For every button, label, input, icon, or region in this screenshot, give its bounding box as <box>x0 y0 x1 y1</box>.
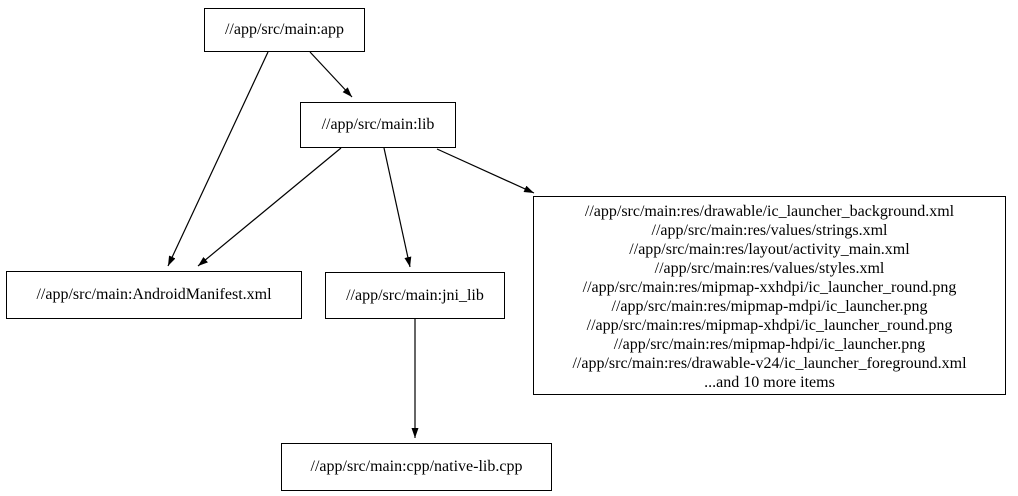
res-group-line: //app/src/main:res/mipmap-xxhdpi/ic_laun… <box>582 279 957 296</box>
edge-lib-to-res-group <box>436 148 535 194</box>
res-group-line: //app/src/main:res/mipmap-mdpi/ic_launch… <box>611 298 928 315</box>
node-jni-lib-label: //app/src/main:jni_lib <box>346 286 484 304</box>
node-lib: //app/src/main:lib <box>300 102 456 148</box>
res-group-line: //app/src/main:res/values/strings.xml <box>651 222 888 239</box>
res-group-line: //app/src/main:res/drawable-v24/ic_launc… <box>572 355 967 372</box>
node-android-manifest-label: //app/src/main:AndroidManifest.xml <box>36 286 272 304</box>
node-app-label: //app/src/main:app <box>224 21 345 39</box>
res-group-line: //app/src/main:res/drawable/ic_launcher_… <box>584 203 955 220</box>
node-native-lib-cpp: //app/src/main:cpp/native-lib.cpp <box>281 443 552 491</box>
node-android-manifest: //app/src/main:AndroidManifest.xml <box>6 271 302 319</box>
edge-app-to-lib <box>309 51 353 98</box>
edge-lib-to-jni-lib <box>383 147 412 268</box>
node-app: //app/src/main:app <box>204 8 365 52</box>
edge-app-to-manifest <box>167 51 269 267</box>
node-jni-lib: //app/src/main:jni_lib <box>325 272 505 319</box>
res-group-line: //app/src/main:res/layout/activity_main.… <box>629 241 910 258</box>
node-native-lib-cpp-label: //app/src/main:cpp/native-lib.cpp <box>310 458 523 476</box>
edge-lib-to-manifest <box>197 147 342 267</box>
node-lib-label: //app/src/main:lib <box>321 116 435 134</box>
res-group-line: //app/src/main:res/mipmap-hdpi/ic_launch… <box>613 336 926 353</box>
node-res-group: //app/src/main:res/drawable/ic_launcher_… <box>533 196 1006 395</box>
res-group-line: //app/src/main:res/mipmap-xhdpi/ic_launc… <box>586 317 953 334</box>
res-group-more-items: ...and 10 more items <box>704 374 835 391</box>
res-group-line: //app/src/main:res/values/styles.xml <box>654 260 885 277</box>
